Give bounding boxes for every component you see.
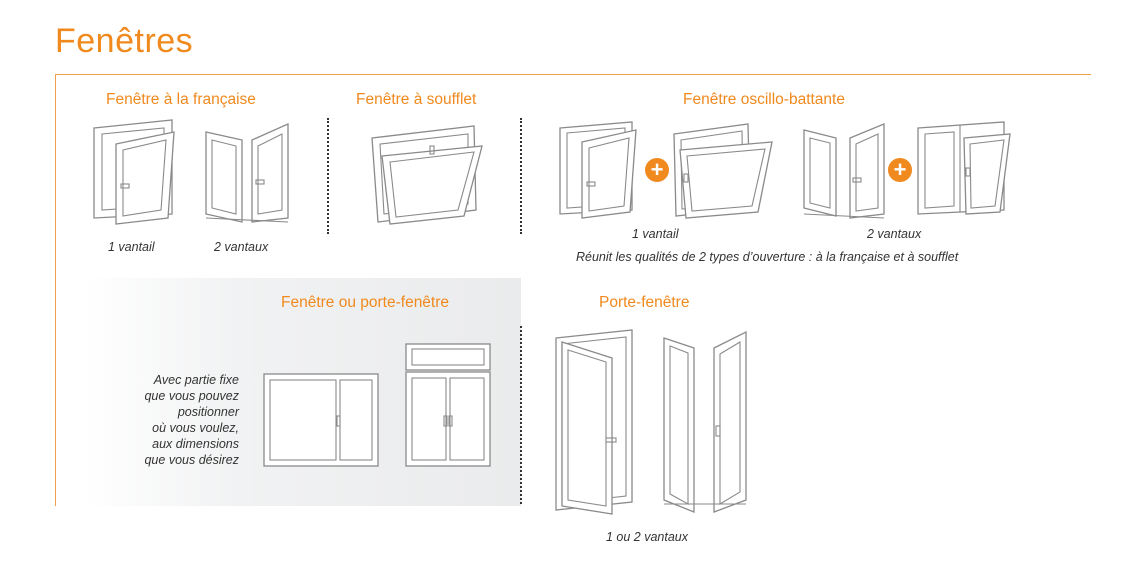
section-title-soufflet: Fenêtre à soufflet — [356, 91, 477, 108]
dotted-separator-1 — [327, 118, 329, 234]
section-title-porte-fenetre-fixe: Fenêtre ou porte-fenêtre — [281, 294, 450, 311]
note-line: Avec partie fixe — [153, 373, 239, 387]
title-rule — [55, 74, 1091, 75]
dotted-separator-3 — [520, 326, 522, 504]
note-line: aux dimensions — [152, 437, 239, 451]
porte-fenetre-2-vantaux-illustration — [663, 330, 747, 513]
window-partie-fixe-illustration — [263, 373, 379, 467]
section-title-oscillo: Fenêtre oscillo-battante — [683, 91, 845, 108]
caption-francaise-1: 1 vantail — [108, 240, 155, 254]
window-francaise-2-vantaux-illustration — [205, 122, 289, 223]
window-oscillo-2-vantaux-french-illustration — [803, 123, 885, 219]
plus-icon-2: + — [888, 158, 912, 182]
left-rule — [55, 74, 56, 506]
note-oscillo: Réunit les qualités de 2 types d’ouvertu… — [576, 250, 959, 264]
window-oscillo-1-vantail-tilt-illustration — [673, 123, 773, 219]
window-soufflet-illustration — [371, 125, 483, 225]
note-line: où vous voulez, — [152, 421, 239, 435]
section-title-porte-fenetre: Porte-fenêtre — [599, 294, 690, 311]
window-oscillo-1-vantail-french-illustration — [559, 121, 637, 219]
porte-fenetre-1-vantail-illustration — [555, 329, 633, 515]
caption-oscillo-1: 1 vantail — [632, 227, 679, 241]
note-line: que vous pouvez — [144, 389, 239, 403]
note-line: que vous désirez — [144, 453, 239, 467]
note-line: positionner — [177, 405, 239, 419]
caption-francaise-2: 2 vantaux — [214, 240, 269, 254]
caption-oscillo-2: 2 vantaux — [867, 227, 922, 241]
window-francaise-1-vantail-illustration — [93, 119, 175, 225]
window-imposte-illustration — [405, 343, 491, 467]
page-title: Fenêtres — [55, 22, 194, 60]
window-oscillo-2-vantaux-tilt-illustration — [917, 121, 1011, 215]
section-title-francaise: Fenêtre à la française — [106, 91, 256, 108]
caption-porte-fenetre: 1 ou 2 vantaux — [606, 530, 689, 544]
plus-icon-1: + — [645, 158, 669, 182]
note-partie-fixe: Avec partie fixe que vous pouvez positio… — [99, 372, 239, 468]
dotted-separator-2 — [520, 118, 522, 234]
